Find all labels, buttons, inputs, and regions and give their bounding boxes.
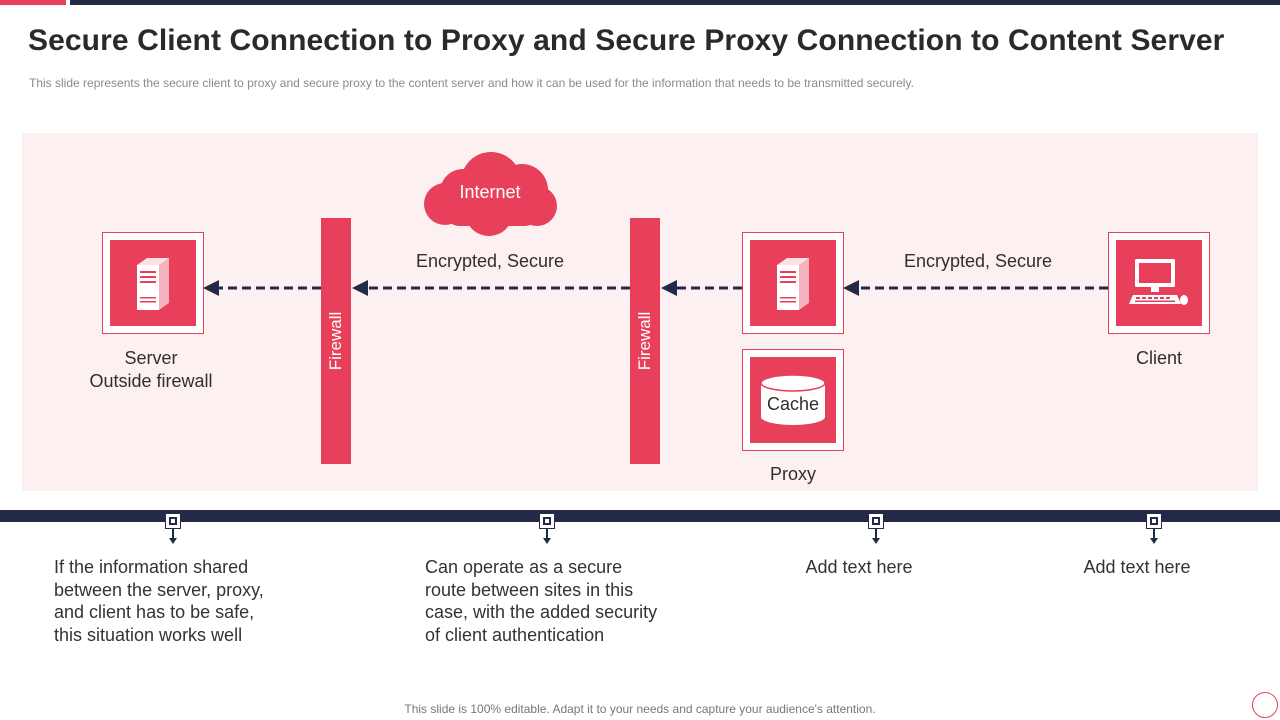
point-text-2-line: Can operate as a secure <box>425 557 623 577</box>
cloud-icon <box>424 152 557 236</box>
arrowhead-proxy <box>843 280 859 296</box>
firewall-left: Firewall <box>321 218 351 464</box>
proxy-server-box <box>742 232 844 334</box>
point-text-3: Add text here <box>759 556 959 579</box>
server-label: Server Outside firewall <box>70 347 232 393</box>
server-label-line1: Server <box>124 348 178 368</box>
point-text-1-line: this situation works well <box>54 624 243 645</box>
firewall-left-label: Firewall <box>326 311 345 371</box>
server-box <box>102 232 204 334</box>
point-text-2-line: case, with the added security <box>425 602 658 622</box>
arrowhead-firewall-left <box>352 280 368 296</box>
timeline-marker-3 <box>868 513 884 529</box>
proxy-label: Proxy <box>769 464 816 484</box>
timeline-pointer-1 <box>169 528 177 544</box>
cloud-label: Internet <box>459 182 521 202</box>
firewall-right: Firewall <box>630 218 660 464</box>
server-label-line2: Outside firewall <box>89 371 213 391</box>
point-text-1-line: If the information shared <box>54 557 249 577</box>
desktop-computer-icon <box>1129 259 1188 305</box>
link-label-left: Encrypted, Secure <box>415 251 565 271</box>
point-text-4: Add text here <box>1037 556 1237 579</box>
slide-subtitle: This slide represents the secure client … <box>29 76 914 90</box>
point-text-2: Can operate as a secure route between si… <box>425 556 715 646</box>
arrowhead-server <box>203 280 219 296</box>
point-text-2-line: of client authentication <box>425 624 605 645</box>
client-label: Client <box>1135 348 1183 368</box>
client-box <box>1108 232 1210 334</box>
timeline-marker-4 <box>1146 513 1162 529</box>
footer-note: This slide is 100% editable. Adapt it to… <box>404 702 876 716</box>
timeline-pointer-2 <box>543 528 551 544</box>
timeline-bar <box>0 510 1280 522</box>
point-text-1: If the information shared between the se… <box>54 556 344 646</box>
slide-title: Secure Client Connection to Proxy and Se… <box>28 24 1225 57</box>
point-text-1-line: between the server, proxy, <box>54 579 264 600</box>
corner-circle-decoration <box>1252 692 1278 718</box>
top-accent-bar-navy <box>70 0 1280 5</box>
timeline-marker-2 <box>539 513 555 529</box>
point-text-4-line: Add text here <box>1083 557 1191 577</box>
server-tower-icon <box>137 258 169 310</box>
timeline-pointer-4 <box>1150 528 1158 544</box>
point-text-1-line: and client has to be safe, <box>54 602 255 622</box>
link-label-right: Encrypted, Secure <box>903 251 1053 271</box>
server-tower-icon <box>777 258 809 310</box>
arrowhead-firewall-right <box>661 280 677 296</box>
cache-label: Cache <box>766 394 820 414</box>
point-text-3-line: Add text here <box>805 557 913 577</box>
top-accent-bar-red <box>0 0 66 5</box>
point-text-2-line: route between sites in this <box>425 579 634 600</box>
firewall-right-label: Firewall <box>635 311 654 371</box>
cache-box: Cache <box>742 349 844 451</box>
timeline-pointer-3 <box>872 528 880 544</box>
database-cylinder-icon <box>760 374 826 425</box>
internet-cloud: Internet <box>421 146 559 240</box>
timeline-marker-1 <box>165 513 181 529</box>
